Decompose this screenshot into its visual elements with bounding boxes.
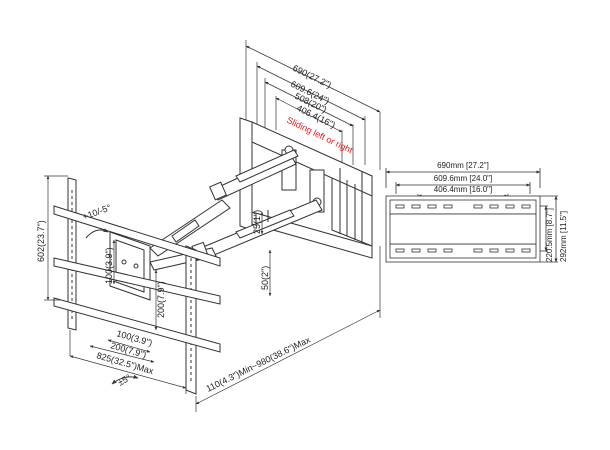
side-view: 690(27.2") 609.6(24") 508(20") 406.4(16"… [36, 40, 381, 412]
front-view: 690mm [27.2"] 609.6mm [24.0"] 406.4mm [1… [385, 161, 568, 263]
dim-25: 25(1") [252, 210, 262, 234]
front-dim-406: 406.4mm [16.0"] [434, 185, 492, 194]
front-dim-220: 220.5mm [8.7"] [545, 208, 554, 262]
dim-602: 602(23.7") [36, 220, 46, 262]
swivel-label: ±5° [116, 372, 133, 388]
mounting-slots [395, 204, 531, 253]
front-dim-690: 690mm [27.2"] [437, 161, 489, 170]
left-dimension-lines [44, 175, 381, 412]
dim-200-vertical: 200(7.9") [156, 281, 166, 318]
extension-label: 110(4.3")Min~980(38.6")Max [204, 334, 312, 393]
swivel-arc [111, 374, 139, 385]
top-dimension-lines [245, 40, 381, 170]
front-dim-292: 292mm [11.5"] [559, 211, 568, 262]
dim-50: 50(2") [260, 266, 270, 290]
wall-plate [239, 117, 373, 259]
tilt-arc [85, 228, 109, 239]
cross-bars [53, 205, 221, 353]
dim-100-vertical: 100(3.9") [104, 247, 114, 284]
display-rail-right [185, 245, 197, 395]
front-dim-609: 609.6mm [24.0"] [434, 174, 492, 183]
